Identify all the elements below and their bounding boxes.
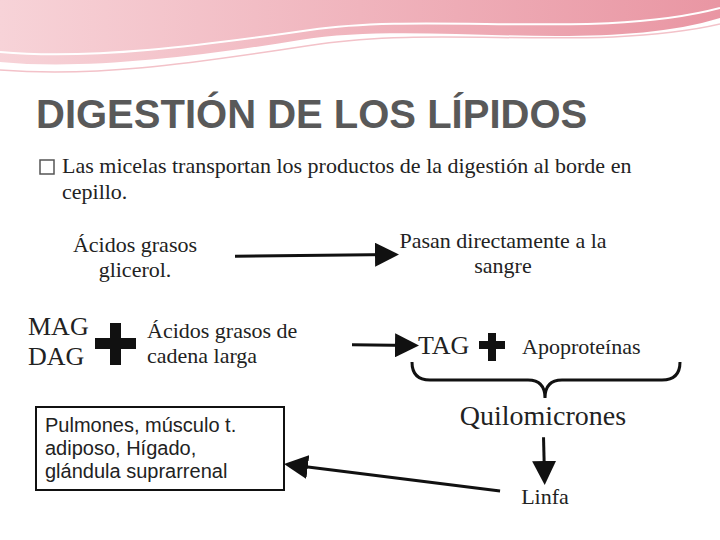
molecule-text: MAG DAG xyxy=(28,312,100,372)
node-text: MAG DAG xyxy=(28,312,100,372)
result-text: Quilomicrones xyxy=(448,400,638,432)
wave-line xyxy=(0,8,720,54)
flow-arrow xyxy=(235,254,393,256)
header-wave xyxy=(0,0,720,65)
node-text: TAG xyxy=(418,331,476,361)
molecule-text: TAG xyxy=(418,331,476,361)
flow-arrow xyxy=(352,343,413,347)
destination-text: Linfa xyxy=(505,484,585,509)
node-text: Apoproteínas xyxy=(522,334,682,359)
node-text: Pasan directamente a la sangre xyxy=(398,228,608,279)
process-text: Ácidos grasos glicerol. xyxy=(40,232,230,283)
slide-title: DIGESTIÓN DE LOS LÍPIDOS xyxy=(36,92,587,137)
plus-sign xyxy=(95,323,136,365)
molecule-text: Apoproteínas xyxy=(522,334,682,359)
bullet-text: Las micelas transportan los productos de… xyxy=(62,153,642,205)
node-text: Linfa xyxy=(505,484,585,509)
node-text: Pulmones, músculo t. adiposo, Hígado, gl… xyxy=(45,414,275,483)
organ-box: Pulmones, músculo t. adiposo, Hígado, gl… xyxy=(35,406,285,491)
node-text: Quilomicrones xyxy=(448,400,638,432)
plus-sign xyxy=(479,333,505,361)
flow-arrow xyxy=(544,437,545,479)
molecule-text: Ácidos grasos de cadena larga xyxy=(147,318,347,369)
node-text: Ácidos grasos glicerol. xyxy=(40,232,230,283)
bullet-symbol xyxy=(40,160,54,174)
flow-arrow xyxy=(290,465,500,491)
bracket xyxy=(412,362,680,398)
node-text: Ácidos grasos de cadena larga xyxy=(147,318,347,369)
wave-line xyxy=(0,24,720,72)
process-text: Pasan directamente a la sangre xyxy=(398,228,608,279)
